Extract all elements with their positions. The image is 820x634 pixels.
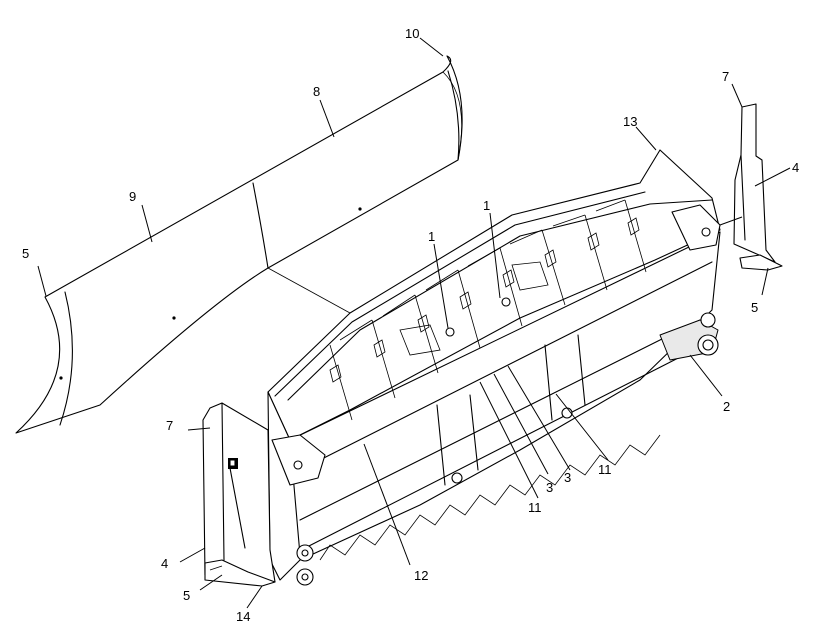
callout-4-right: 4 bbox=[792, 160, 799, 175]
right-end-plate bbox=[719, 103, 783, 271]
callout-13: 13 bbox=[623, 114, 637, 129]
moldboard-cutting-edge bbox=[15, 55, 463, 434]
callout-5-left: 5 bbox=[183, 588, 190, 603]
callout-labels: 5 10 8 9 1 1 13 7 4 5 2 11 3 3 11 12 7 4… bbox=[22, 26, 799, 624]
callout-11-left: 11 bbox=[528, 500, 542, 515]
callout-1-right: 1 bbox=[483, 198, 490, 213]
leader-lines bbox=[37, 37, 791, 609]
left-end-plate bbox=[202, 402, 276, 587]
callout-3-left: 3 bbox=[546, 480, 553, 495]
callout-14: 14 bbox=[236, 609, 250, 624]
callout-8: 8 bbox=[313, 84, 320, 99]
callout-6: 5 bbox=[22, 246, 29, 261]
callout-9: 9 bbox=[129, 189, 136, 204]
callout-11-right: 11 bbox=[598, 462, 612, 477]
blade-frame bbox=[267, 149, 721, 586]
callout-3-right: 3 bbox=[564, 470, 571, 485]
callout-4-left: 4 bbox=[161, 556, 168, 571]
callout-10: 10 bbox=[405, 26, 419, 41]
callout-7-left: 7 bbox=[166, 418, 173, 433]
callout-2: 2 bbox=[723, 399, 730, 414]
callout-12: 12 bbox=[414, 568, 428, 583]
callout-7-right: 7 bbox=[722, 69, 729, 84]
callout-1-left: 1 bbox=[428, 229, 435, 244]
callout-5-right: 5 bbox=[751, 300, 758, 315]
